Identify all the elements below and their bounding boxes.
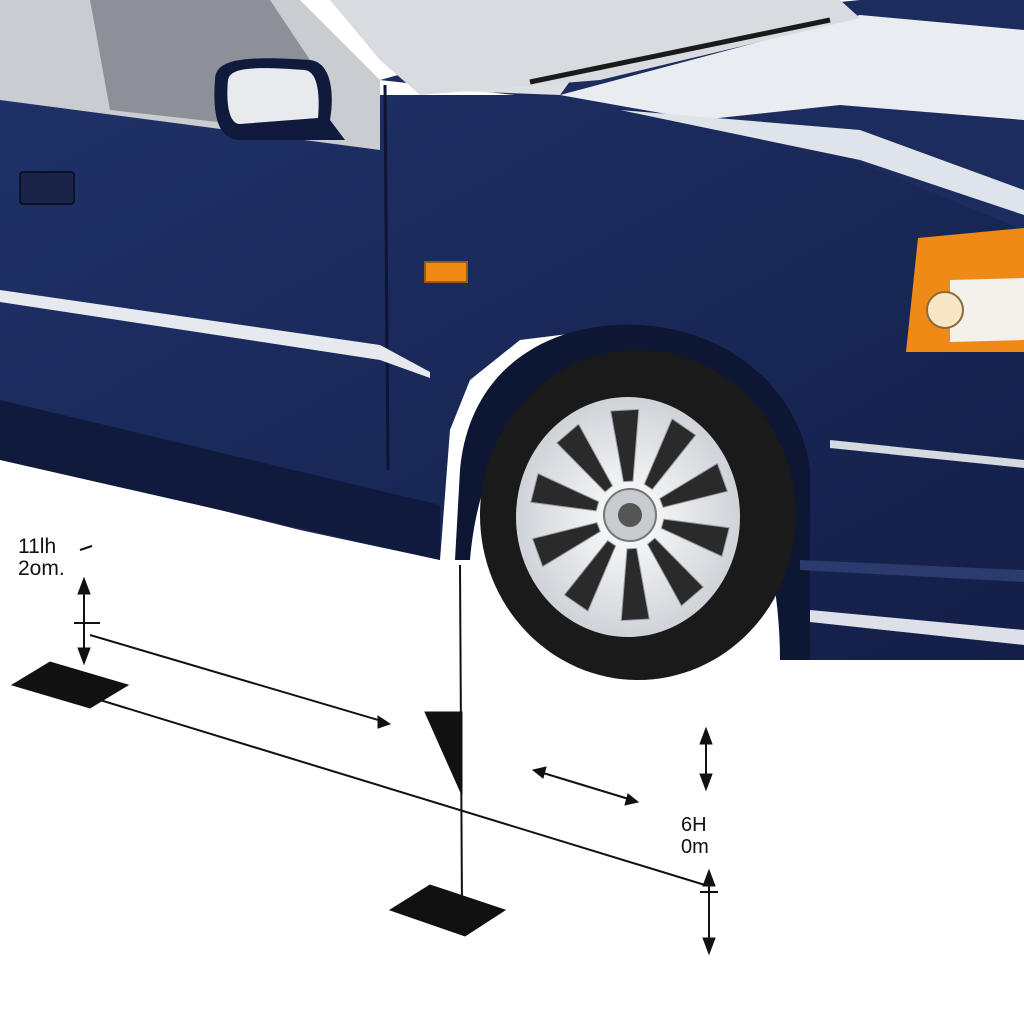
diagonal-line-upper [89,634,386,723]
rim-spoke-gap [646,537,705,607]
front-wheel [480,350,796,680]
side-mirror [214,58,345,140]
measurement-label-right: 6H 0m [681,814,709,858]
measurement-label-left-line1: 11lh [18,535,57,558]
rim-spoke-gap [610,408,640,483]
measurement-label-right-line2: 0m [681,836,709,858]
measurement-label-right-line1: 6H [681,814,707,836]
short-double-arrow [539,771,633,801]
rim-spoke-gap [660,518,730,558]
measurement-label-left: 11lh 2om. [18,536,65,580]
door-handle [19,171,75,205]
ground-pad-left [10,661,130,709]
headlight [906,228,1024,352]
rim-spoke-gap [531,522,601,568]
car-body [0,0,1024,660]
wiper [529,17,831,85]
rim-spoke-gap [620,547,650,622]
measurement-label-left-line2: 2om. [18,557,65,580]
rim-spoke-gap [563,539,617,612]
rim-spoke-gap [530,472,600,512]
diagonal-line-lower [99,699,706,886]
measurement-lines [10,545,718,956]
rim-spoke-gap [643,418,697,491]
rim-spoke-gap [659,462,729,508]
ground-pad-center [388,884,507,937]
rim-spoke-gap [555,423,614,493]
pointer-triangle [424,711,463,796]
side-marker-light [424,261,468,283]
